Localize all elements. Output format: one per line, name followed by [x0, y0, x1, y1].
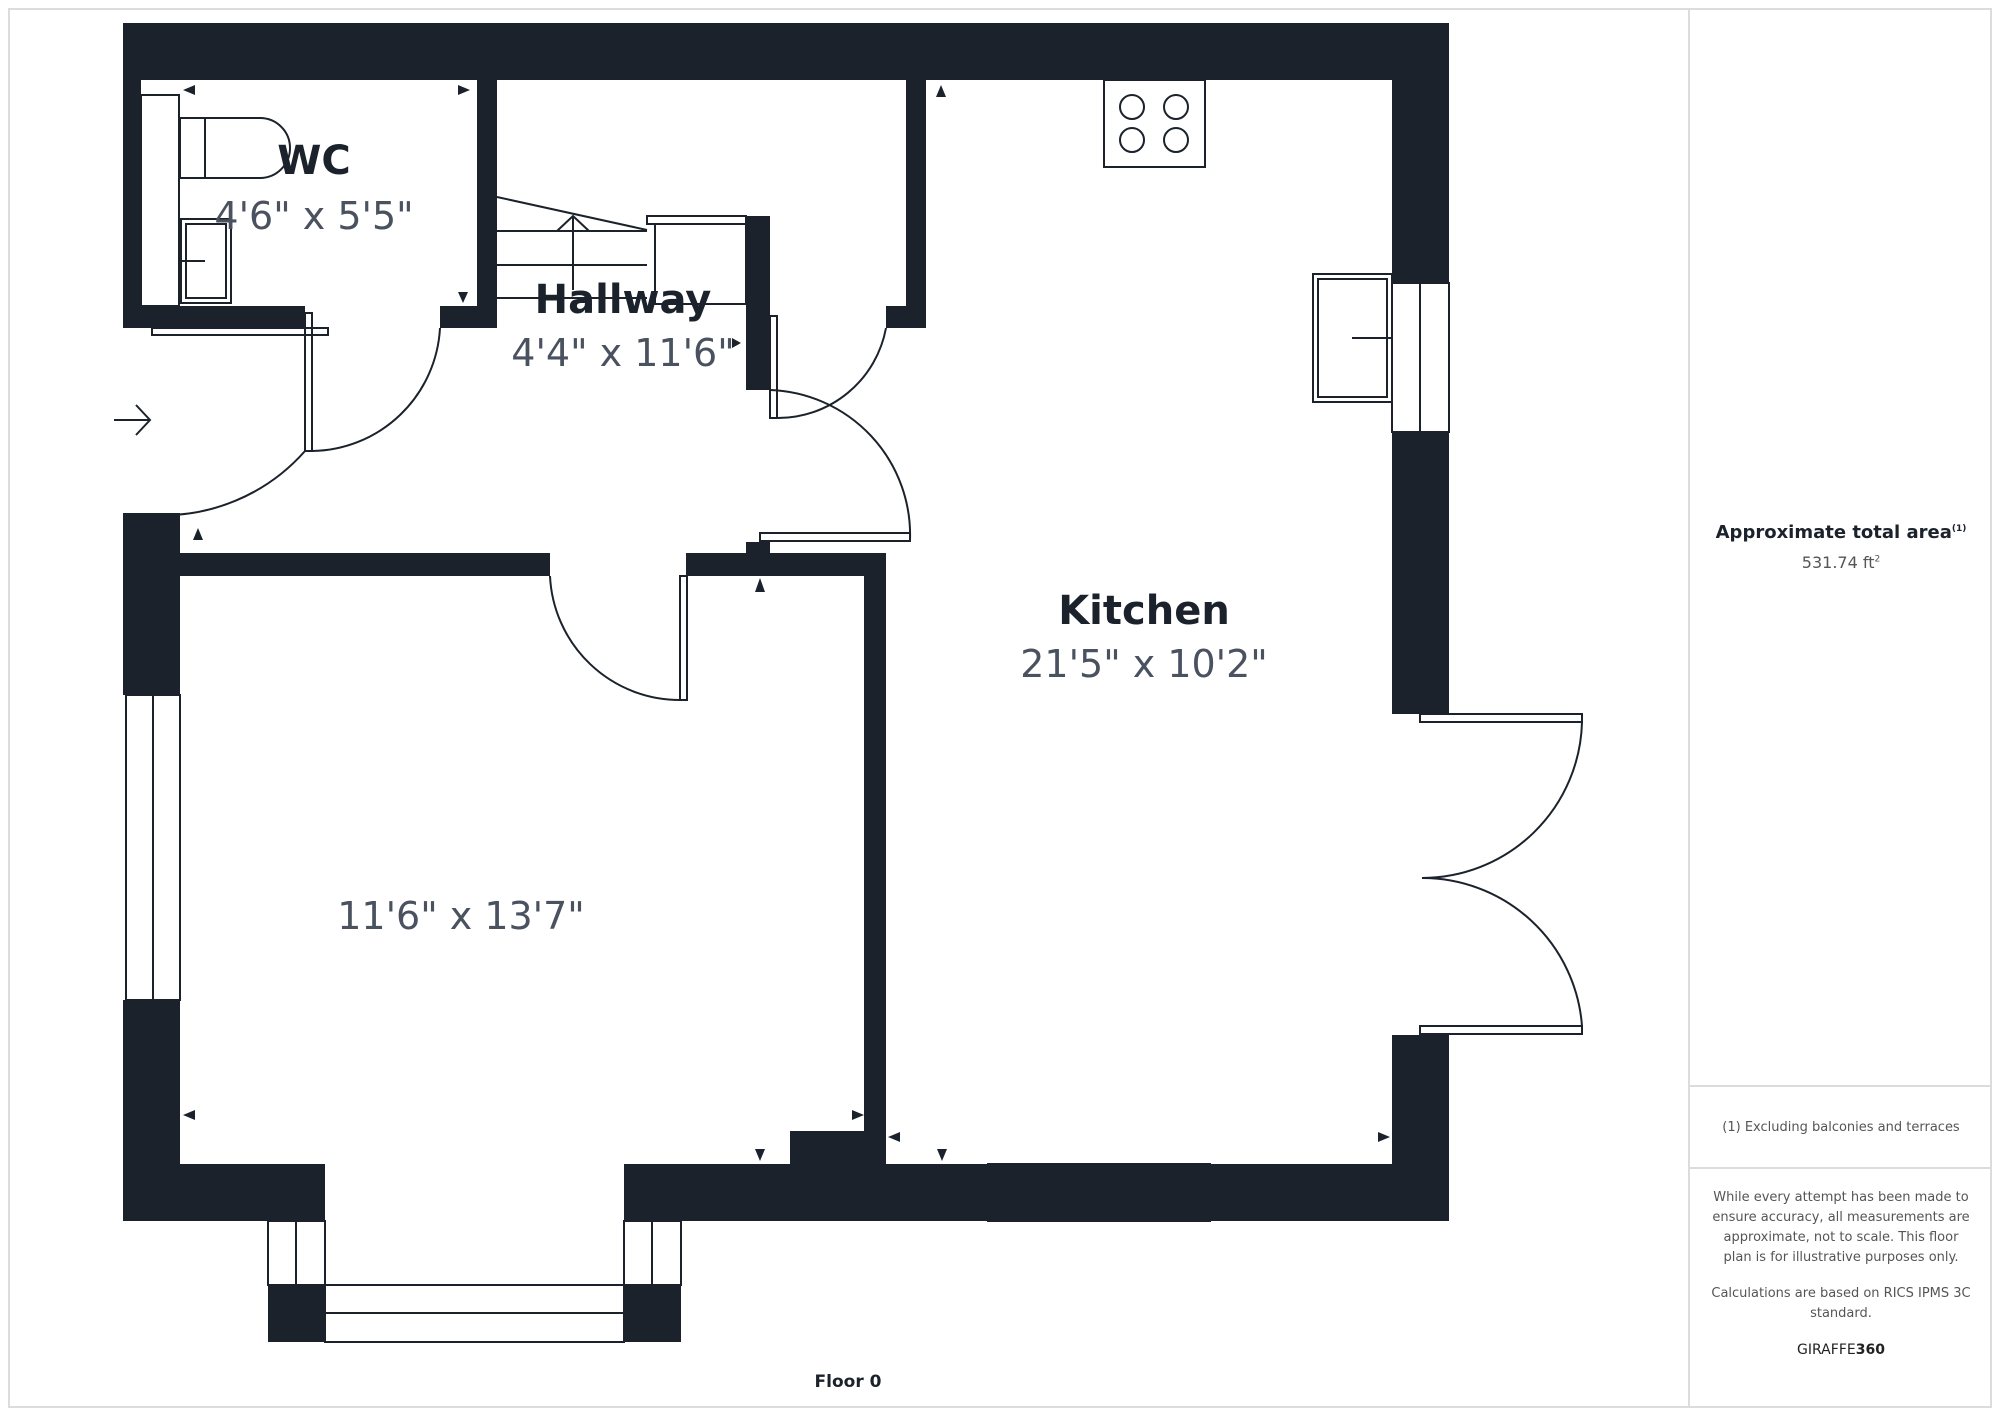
floor-plan — [114, 23, 1583, 1343]
disclaimer-accuracy: While every attempt has been made to ens… — [1712, 1190, 1970, 1265]
disclaimer-standard: Calculations are based on RICS IPMS 3C s… — [1711, 1286, 1971, 1321]
room-dim-kitchen: 21'5" x 10'2" — [1020, 642, 1268, 686]
room-dim-hallway: 4'4" x 11'6" — [511, 331, 735, 375]
fixtures — [125, 79, 1583, 1343]
hob-icon — [1103, 79, 1206, 168]
brand-logo: GIRAFFE360 — [1797, 1342, 1885, 1358]
room-dim-lounge: 11'6" x 13'7" — [337, 894, 585, 938]
info-sidebar: Approximate total area(1) 531.74 ft2 (1)… — [1688, 8, 1992, 1408]
measurement-markers — [183, 85, 1390, 1161]
page-frame — [8, 8, 1992, 1408]
toilet-icon — [179, 117, 291, 179]
room-name-hallway: Hallway — [534, 277, 712, 323]
sink-icon — [1312, 273, 1393, 403]
walls — [123, 23, 1449, 1342]
entrance-arrow-icon — [114, 404, 152, 436]
area-footnote: (1) Excluding balconies and terraces — [1690, 1087, 1992, 1169]
disclaimer: While every attempt has been made to ens… — [1710, 1188, 1972, 1360]
area-value: 531.74 ft2 — [1801, 552, 1881, 572]
room-name-kitchen: Kitchen — [1058, 588, 1230, 634]
stairs-icon — [496, 196, 747, 305]
floor-label: Floor 0 — [814, 1372, 882, 1392]
room-name-wc: WC — [277, 138, 351, 184]
area-summary: Approximate total area(1) 531.74 ft2 — [1690, 8, 1992, 1087]
area-title: Approximate total area(1) — [1715, 521, 1967, 543]
room-dim-wc: 4'6" x 5'5" — [214, 194, 414, 238]
